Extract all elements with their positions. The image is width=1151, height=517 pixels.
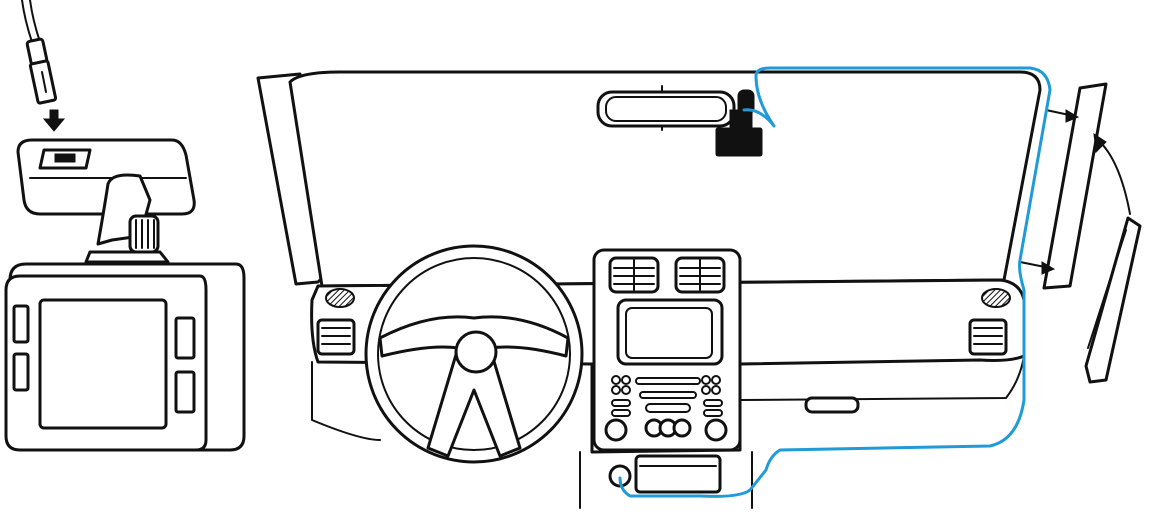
car-dashboard-icon [310, 244, 1026, 509]
trim-panel-icon [1019, 82, 1142, 384]
usb-plug-icon [21, 0, 58, 105]
insert-arrow-icon [42, 109, 66, 132]
radio-controls [604, 375, 728, 442]
mounted-dashcam-icon [715, 89, 763, 157]
dashcam-icon [4, 138, 246, 452]
rearview-mirror [596, 90, 736, 128]
power-cable-route [618, 66, 1052, 498]
windshield [256, 70, 1042, 288]
